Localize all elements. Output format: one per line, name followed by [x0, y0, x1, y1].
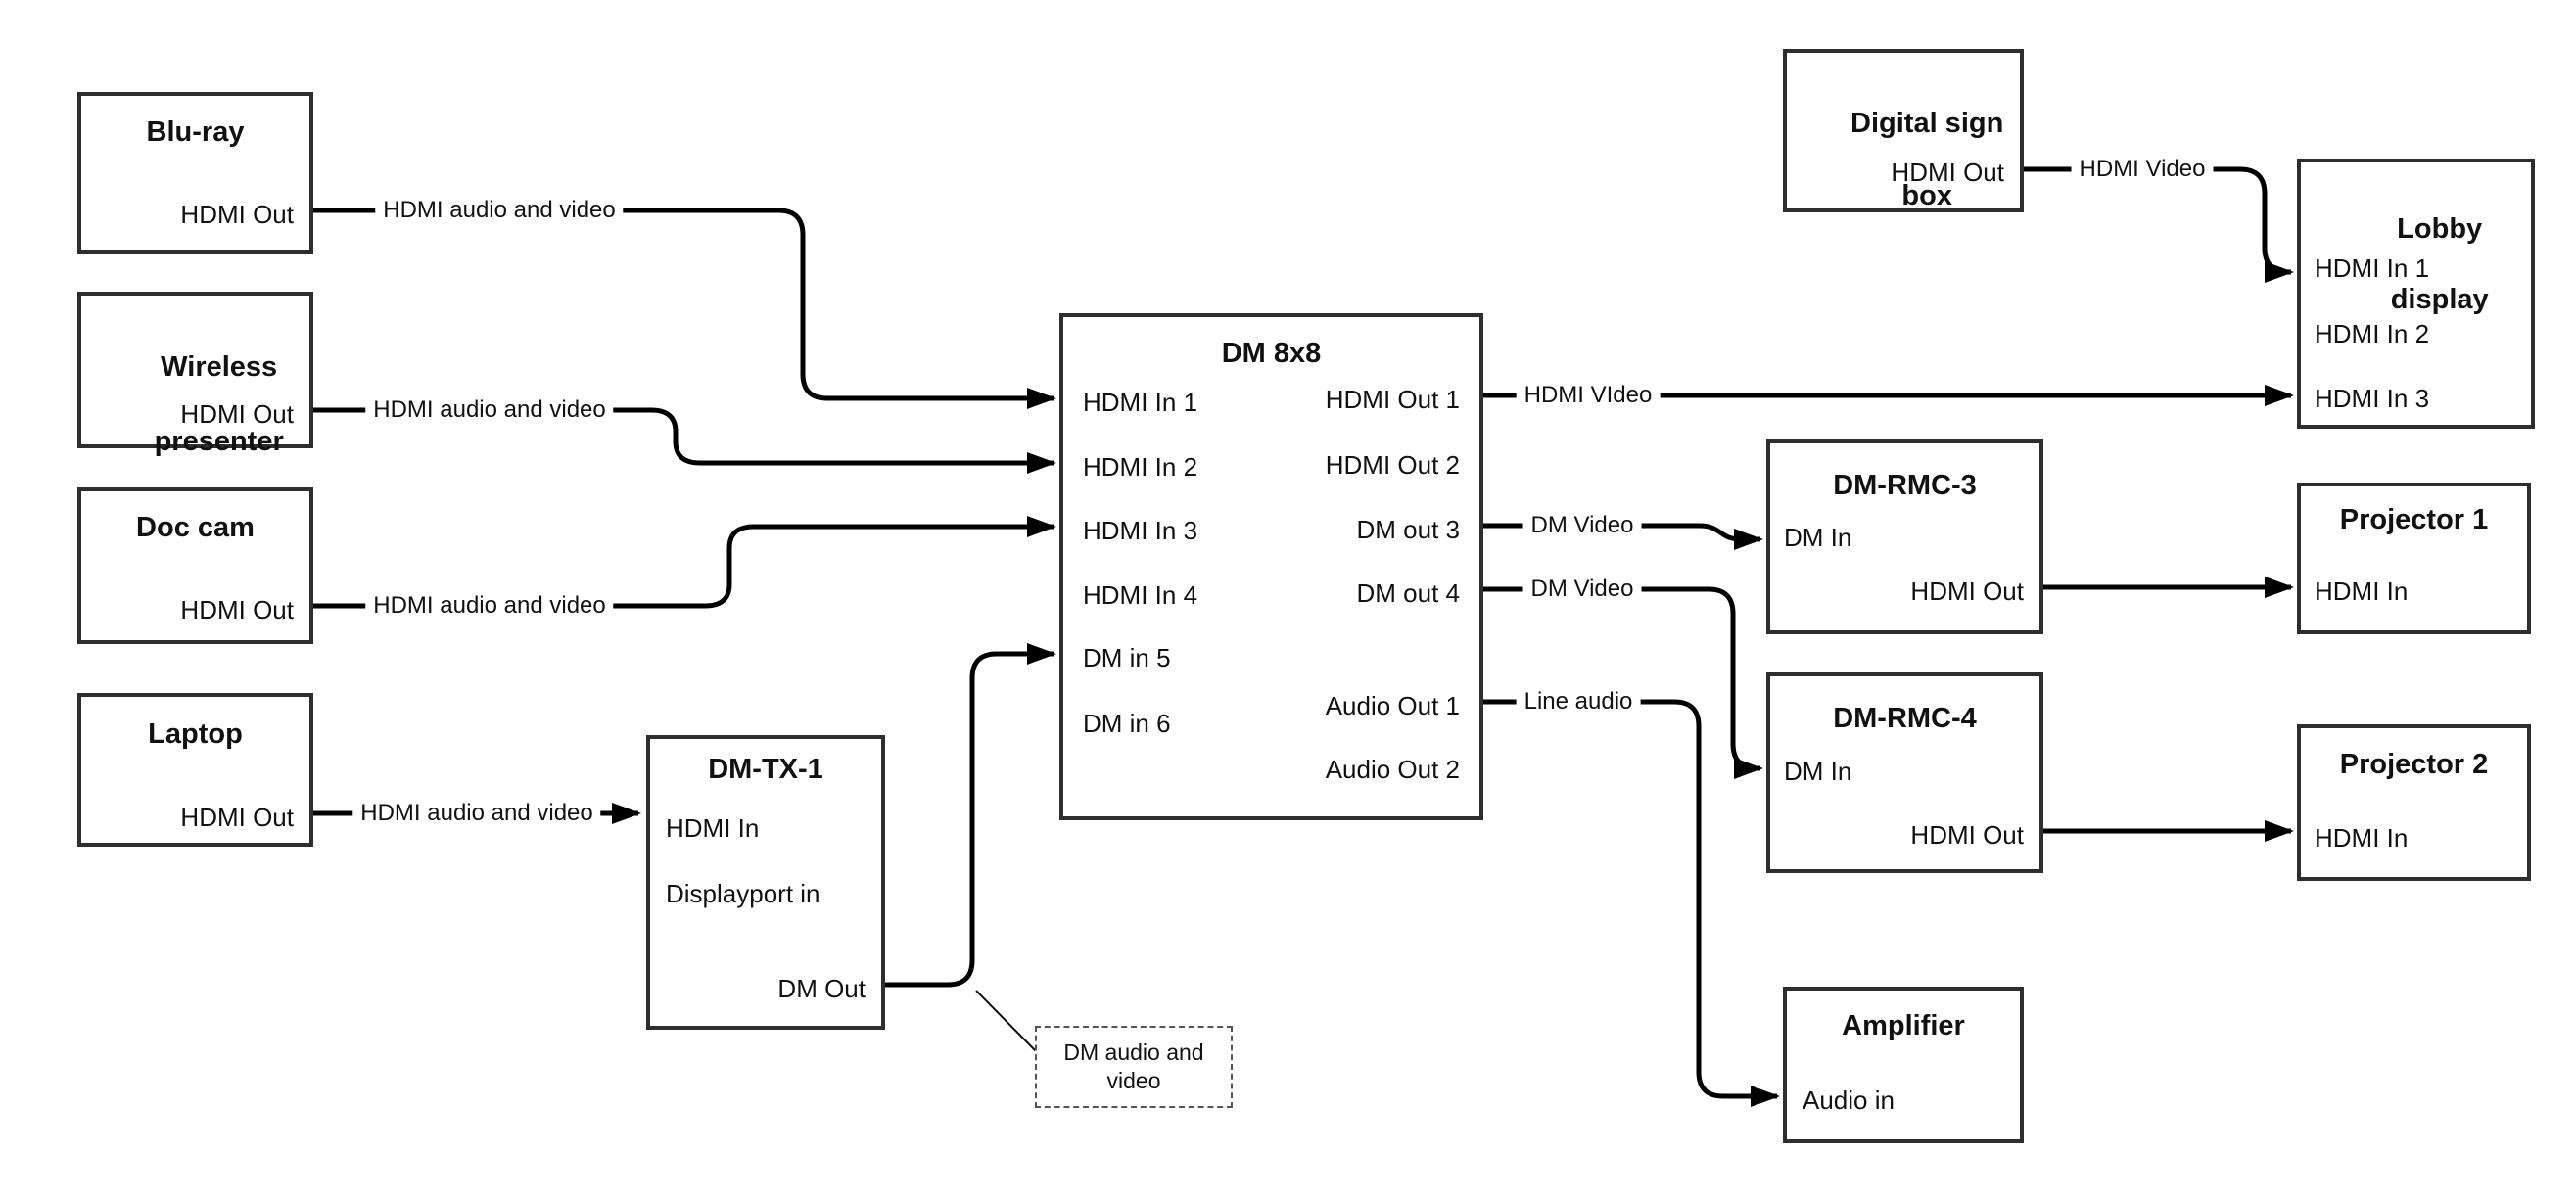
node-dm8x8[interactable]: DM 8x8 HDMI In 1 HDMI In 2 HDMI In 3 HDM…	[1059, 313, 1483, 820]
wire-label-hdmi-video-out1: HDMI VIdeo	[1516, 382, 1661, 409]
wire-dm8x8-dm-out3-to-dmrmc3-dm-in	[1483, 523, 1763, 550]
node-amplifier[interactable]: Amplifier Audio in	[1783, 987, 2024, 1143]
port-bluray-hdmi-out: HDMI Out	[180, 200, 294, 229]
port-dm8x8-dm-in-5: DM in 5	[1083, 643, 1171, 672]
wire-label-laptop: HDMI audio and video	[352, 800, 601, 827]
node-lobby-display-title: Lobby display	[2390, 213, 2489, 315]
wire-digital-sign-to-lobby-hdmi-in1	[2024, 166, 2294, 283]
node-dmrmc4[interactable]: DM-RMC-4 DM In HDMI Out	[1766, 672, 2043, 873]
node-doccam-title: Doc cam	[136, 512, 255, 543]
port-laptop-hdmi-out: HDMI Out	[180, 803, 294, 832]
wire-doccam-to-dm8x8-hdmi-in3	[313, 516, 1056, 609]
node-projector1-title: Projector 1	[2339, 504, 2489, 535]
port-dm8x8-dm-out-4: DM out 4	[1356, 578, 1461, 608]
node-lobby-display[interactable]: Lobby display HDMI In 1 HDMI In 2 HDMI I…	[2297, 159, 2535, 429]
port-wireless-hdmi-out: HDMI Out	[180, 399, 294, 429]
callout-leader-line	[975, 990, 1039, 1054]
node-doccam[interactable]: Doc cam HDMI Out	[77, 487, 313, 644]
port-dm8x8-dm-out-3: DM out 3	[1356, 515, 1461, 544]
port-digital-sign-hdmi-out: HDMI Out	[1891, 158, 2004, 187]
port-dmrmc3-hdmi-out: HDMI Out	[1910, 577, 2024, 606]
wire-label-dm-video-out3: DM Video	[1522, 512, 1642, 539]
node-projector2-title: Projector 2	[2339, 749, 2489, 780]
wire-label-bluray: HDMI audio and video	[375, 197, 624, 224]
node-wireless-presenter-title: Wireless presenter	[154, 351, 284, 457]
port-dm8x8-hdmi-in-2: HDMI In 2	[1083, 452, 1198, 482]
port-dm8x8-hdmi-in-1: HDMI In 1	[1083, 388, 1198, 417]
port-dm8x8-audio-out-1: Audio Out 1	[1325, 691, 1460, 720]
wire-dmtx1-dmout-to-dm8x8-dm-in5	[885, 643, 1056, 988]
node-laptop[interactable]: Laptop HDMI Out	[77, 693, 313, 847]
node-dmrmc3-title: DM-RMC-3	[1833, 470, 1977, 501]
port-lobby-hdmi-in-1: HDMI In 1	[2315, 254, 2430, 283]
port-lobby-hdmi-in-2: HDMI In 2	[2315, 319, 2430, 348]
port-dm8x8-hdmi-in-4: HDMI In 4	[1083, 580, 1198, 610]
node-bluray-title: Blu-ray	[146, 116, 245, 148]
port-dm8x8-hdmi-in-3: HDMI In 3	[1083, 516, 1198, 545]
port-dmtx1-dm-out: DM Out	[777, 974, 866, 1003]
node-dmrmc4-title: DM-RMC-4	[1833, 703, 1977, 734]
port-projector2-hdmi-in: HDMI In	[2315, 823, 2409, 853]
node-digital-sign-title: Digital sign box	[1850, 108, 2004, 211]
node-dm8x8-title: DM 8x8	[1221, 338, 1322, 369]
port-dm8x8-hdmi-out-1: HDMI Out 1	[1325, 385, 1460, 414]
node-laptop-title: Laptop	[148, 718, 243, 750]
port-dm8x8-audio-out-2: Audio Out 2	[1325, 755, 1460, 784]
node-wireless-presenter[interactable]: Wireless presenter HDMI Out	[77, 292, 313, 457]
wire-label-dm-video-out4: DM Video	[1522, 576, 1642, 603]
port-dm8x8-dm-in-6: DM in 6	[1083, 709, 1171, 738]
port-dmtx1-displayport-in: Displayport in	[666, 879, 820, 908]
port-dmtx1-hdmi-in: HDMI In	[666, 813, 760, 843]
port-dmrmc3-dm-in: DM In	[1784, 523, 1852, 552]
node-projector2[interactable]: Projector 2 HDMI In	[2297, 724, 2531, 881]
node-bluray[interactable]: Blu-ray HDMI Out	[77, 92, 313, 254]
wire-label-doccam: HDMI audio and video	[365, 592, 614, 620]
port-dmrmc4-hdmi-out: HDMI Out	[1910, 820, 2024, 850]
callout-dm-audio-video: DM audio and video	[1035, 1026, 1233, 1108]
wire-wireless-to-dm8x8-hdmi-in2	[313, 407, 1056, 474]
port-dm8x8-hdmi-out-2: HDMI Out 2	[1325, 450, 1460, 480]
port-amplifier-audio-in: Audio in	[1803, 1086, 1895, 1115]
node-digital-sign-box[interactable]: Digital sign box HDMI Out	[1783, 49, 2024, 212]
node-dmtx1[interactable]: DM-TX-1 HDMI In Displayport in DM Out	[646, 735, 885, 1030]
port-lobby-hdmi-in-3: HDMI In 3	[2315, 384, 2430, 413]
node-dmtx1-title: DM-TX-1	[708, 754, 823, 785]
port-projector1-hdmi-in: HDMI In	[2315, 577, 2409, 606]
port-doccam-hdmi-out: HDMI Out	[180, 595, 294, 624]
wire-bluray-to-dm8x8-hdmi-in1	[313, 208, 1056, 409]
wire-dm8x8-audio-out1-to-amplifier	[1483, 699, 1780, 1107]
wire-label-line-audio: Line audio	[1516, 688, 1641, 716]
wire-label-wireless: HDMI audio and video	[365, 396, 614, 424]
node-amplifier-title: Amplifier	[1842, 1010, 1965, 1041]
wire-label-digital-sign: HDMI Video	[2071, 156, 2214, 183]
node-dmrmc3[interactable]: DM-RMC-3 DM In HDMI Out	[1766, 439, 2043, 634]
node-projector1[interactable]: Projector 1 HDMI In	[2297, 483, 2531, 634]
port-dmrmc4-dm-in: DM In	[1784, 757, 1852, 786]
wire-dm8x8-dm-out4-to-dmrmc4-dm-in	[1483, 586, 1763, 779]
